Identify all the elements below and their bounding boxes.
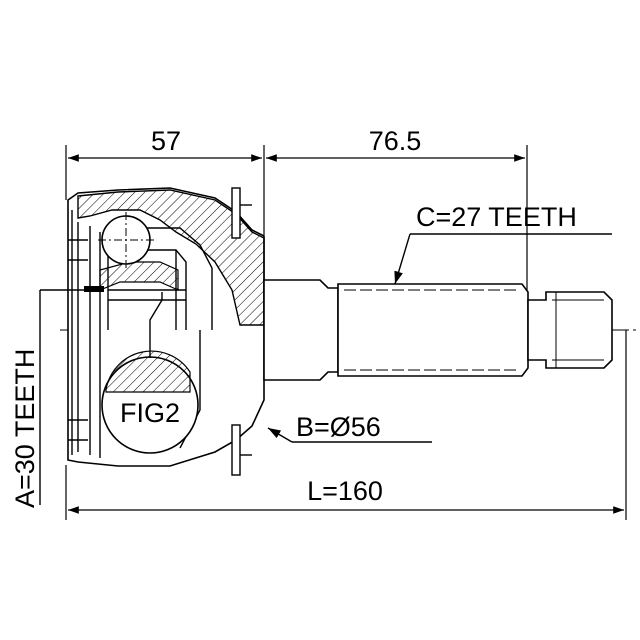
spline-a-label: A=30 TEETH xyxy=(10,349,40,508)
fig2-detail xyxy=(101,350,199,454)
spline-c-leader xyxy=(394,233,411,285)
shaft-spline-lines xyxy=(344,289,604,371)
diameter-b-leader xyxy=(267,427,293,443)
spline-a-marker xyxy=(84,286,104,292)
diameter-b-label: B=Ø56 xyxy=(296,412,381,442)
spline-c-label: C=27 TEETH xyxy=(416,202,577,232)
cage-hatch xyxy=(99,261,179,291)
inner-race xyxy=(107,227,213,449)
flange xyxy=(231,187,252,476)
overall-length-label: L=160 xyxy=(307,476,383,506)
leader-lines xyxy=(39,233,612,505)
dimension-lines xyxy=(65,145,627,520)
housing-section-hatch xyxy=(77,189,265,326)
stub-shaft xyxy=(263,279,613,381)
dim-57-label: 57 xyxy=(151,126,181,156)
fig2-label: FIG2 xyxy=(120,398,180,428)
dim-76-5-label: 76.5 xyxy=(369,126,422,156)
